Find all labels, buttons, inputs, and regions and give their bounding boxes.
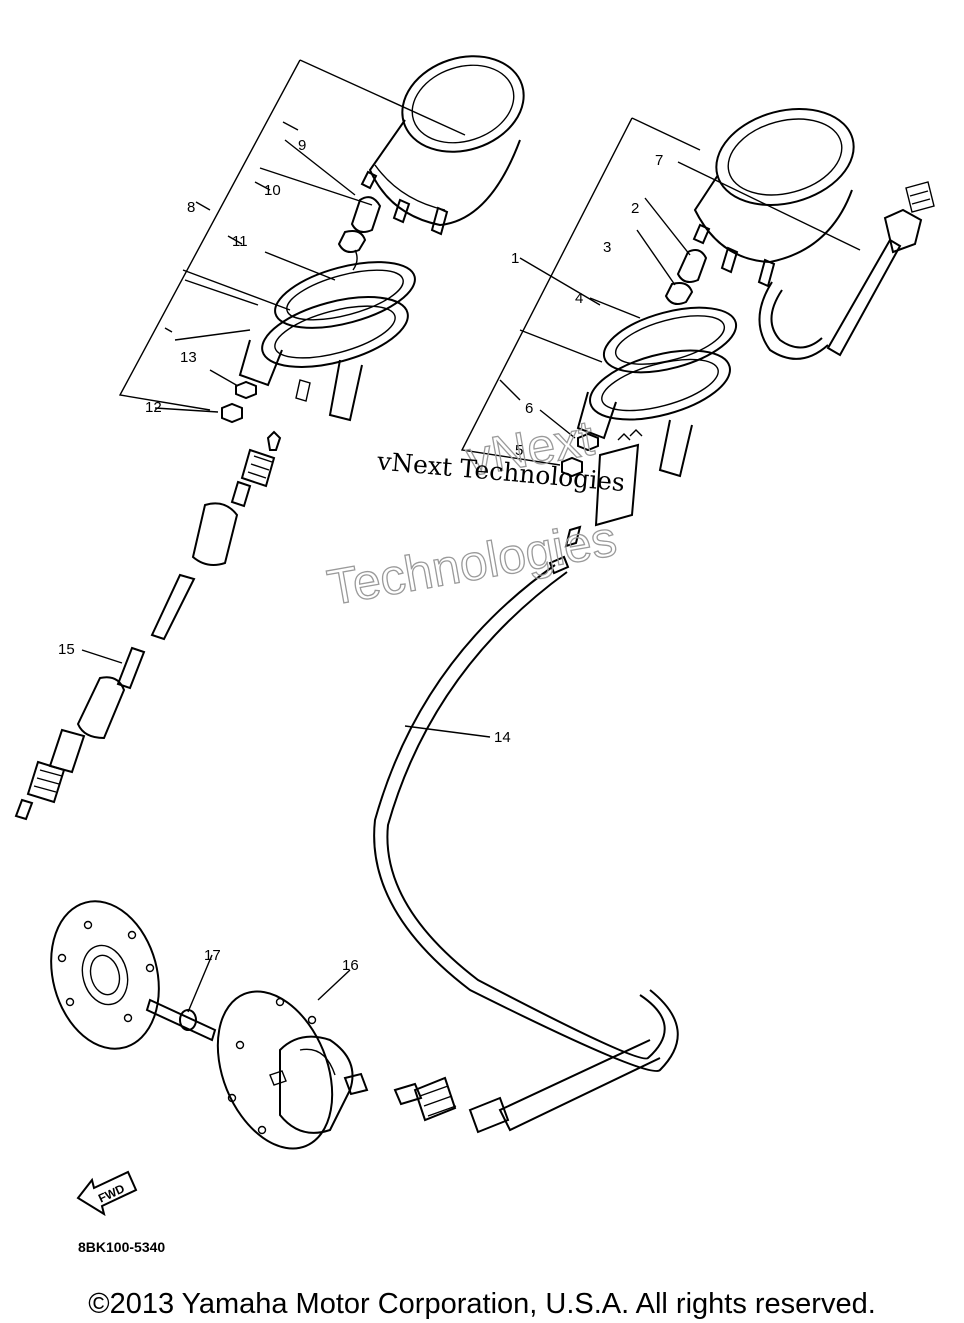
right-gauge-assembly xyxy=(561,108,935,548)
forward-arrow: FWD xyxy=(76,1170,138,1217)
callout-7: 7 xyxy=(655,152,663,169)
left-meter-cable xyxy=(14,430,282,821)
callout-16: 16 xyxy=(342,957,359,974)
callout-3: 3 xyxy=(603,239,611,256)
copyright-notice: ©2013 Yamaha Motor Corporation, U.S.A. A… xyxy=(88,1288,876,1320)
callout-17: 17 xyxy=(204,947,221,964)
callout-11: 11 xyxy=(232,233,248,250)
watermark: vNext vNext Technologies Technologies xyxy=(323,409,626,617)
leader-lines xyxy=(81,59,861,1013)
callout-2: 2 xyxy=(631,200,639,217)
left-gauge-assembly xyxy=(221,55,525,424)
callout-4: 4 xyxy=(575,290,583,307)
callout-5: 5 xyxy=(515,442,523,459)
meter-gear-assembly xyxy=(50,900,369,1150)
diagram-part-code: 8BK100-5340 xyxy=(78,1239,165,1255)
callout-13: 13 xyxy=(180,349,197,366)
callout-1: 1 xyxy=(511,250,519,267)
callout-6: 6 xyxy=(525,400,533,417)
callout-8: 8 xyxy=(187,199,195,216)
fwd-arrow-icon xyxy=(76,1170,138,1217)
speedometer-cable xyxy=(373,555,679,1134)
callout-labels: 1 2 3 4 5 6 7 8 9 10 11 12 13 14 15 16 1… xyxy=(58,137,663,974)
callout-10: 10 xyxy=(264,182,281,199)
callout-15: 15 xyxy=(58,641,75,658)
watermark-outline-bottom: Technologies xyxy=(323,510,620,616)
callout-14: 14 xyxy=(494,729,511,746)
callout-9: 9 xyxy=(298,137,306,154)
callout-12: 12 xyxy=(145,399,162,416)
